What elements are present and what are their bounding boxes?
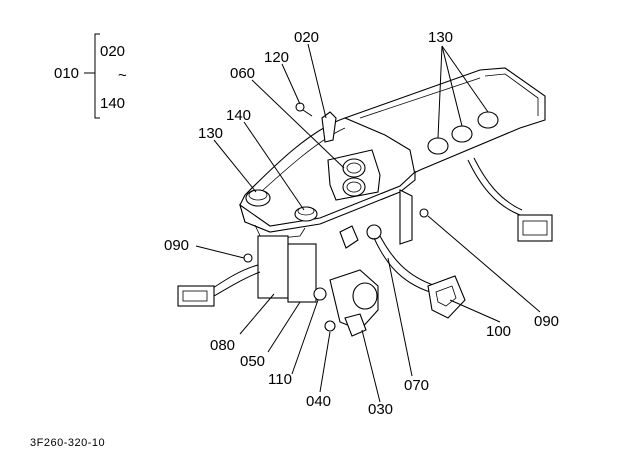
callout-110: 110	[268, 371, 292, 388]
relay-080	[257, 235, 289, 299]
callout-090-right: 090	[534, 313, 559, 330]
right-connector	[517, 214, 553, 242]
grommet	[366, 224, 382, 240]
legend-group: 010 020 ~ 140	[54, 33, 127, 119]
callout-050: 050	[240, 353, 265, 370]
callout-060: 060	[230, 65, 255, 82]
legend-top-number: 020	[100, 43, 125, 60]
legend-parent-number: 010	[54, 65, 79, 82]
key-switch-face	[352, 282, 378, 310]
callout-120: 120	[264, 49, 289, 66]
callout-070: 070	[404, 377, 429, 394]
gauge-bottom	[342, 177, 366, 197]
screw-090-right	[419, 208, 429, 218]
clip	[339, 225, 359, 249]
panel-housing	[239, 67, 546, 241]
right-wire-a	[467, 159, 521, 216]
left-harness	[177, 225, 359, 307]
legend-range-symbol: ~	[118, 67, 127, 84]
center-harness	[366, 224, 466, 319]
drawing-code: 3F260-320-10	[30, 437, 105, 449]
switch-knob-130-b	[451, 125, 473, 143]
screw-120	[295, 102, 305, 112]
callout-040: 040	[306, 393, 331, 410]
right-harness	[399, 157, 553, 245]
gauge-top	[342, 158, 366, 178]
switch-knob-130-left	[245, 189, 271, 207]
key-switch-group	[313, 269, 379, 337]
pilot-lamp-140	[294, 206, 318, 222]
callout-090-left: 090	[164, 237, 189, 254]
legend-bracket	[94, 33, 100, 119]
callout-100: 100	[486, 323, 511, 340]
callout-140: 140	[226, 107, 251, 124]
center-wire-a	[373, 237, 431, 293]
switch-bracket	[344, 313, 367, 337]
left-wire-b	[213, 271, 261, 297]
callout-130-left: 130	[198, 125, 223, 142]
switch-knob-130-a	[427, 137, 449, 155]
screw-090-left	[243, 253, 253, 263]
connector-100	[427, 275, 466, 319]
leader-lines	[195, 43, 541, 403]
switch-knob-130-c	[477, 111, 499, 129]
rear-tray-edge	[359, 77, 481, 119]
switch-screw-110	[313, 287, 327, 301]
right-wire-b	[473, 157, 523, 211]
callout-130-right: 130	[428, 29, 453, 46]
rear-tray-rim	[484, 73, 539, 116]
center-wire-b	[379, 235, 437, 287]
relay-050	[287, 243, 317, 303]
callout-020: 020	[294, 29, 319, 46]
callout-labels: 020 120 060 140 130 130 090 090 080 050 …	[164, 29, 559, 418]
lever-020	[321, 111, 337, 143]
legend-bottom-number: 140	[100, 95, 125, 112]
right-bracket	[399, 189, 413, 245]
left-wire-a	[209, 264, 259, 291]
callout-030: 030	[368, 401, 393, 418]
bolt-040	[324, 320, 336, 332]
callout-080: 080	[210, 337, 235, 354]
